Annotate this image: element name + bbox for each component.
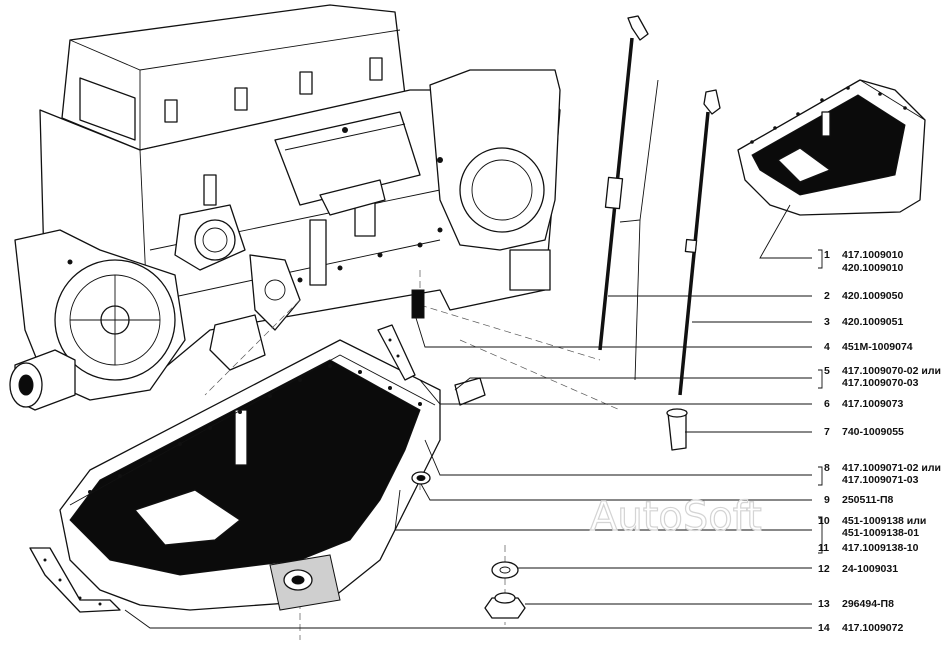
callout-number: 3 <box>824 316 830 328</box>
callout-number: 9 <box>824 494 830 506</box>
callout-number: 14 <box>818 622 830 634</box>
callout-6: 6 417.1009073 <box>824 398 903 410</box>
part-number: 417.1009070-03 <box>842 377 919 389</box>
oil-pan-small-drawing <box>737 79 926 216</box>
part-number: 451-1009138-01 <box>842 527 919 539</box>
part-number: 417.1009072 <box>842 622 903 634</box>
part-number: 417.1009070-02 или <box>842 365 941 377</box>
callout-number: 2 <box>824 290 830 302</box>
callout-1b: 420.1009010 <box>842 262 903 274</box>
callout-8b: 417.1009071-03 <box>842 474 919 486</box>
part-number: 417.1009010 <box>842 249 903 261</box>
watermark-text: AutoSoft <box>590 494 762 540</box>
part-number: 417.1009073 <box>842 398 903 410</box>
callout-number: 6 <box>824 398 830 410</box>
part-number: 417.1009071-02 или <box>842 462 941 474</box>
callout-number: 1 <box>824 249 830 261</box>
small-parts-drawing <box>411 289 688 619</box>
part-number: 420.1009050 <box>842 290 903 302</box>
callout-number: 4 <box>824 341 830 353</box>
part-number: 420.1009010 <box>842 262 903 274</box>
callout-number: 7 <box>824 426 830 438</box>
callout-10b: 451-1009138-01 <box>842 527 919 539</box>
callout-7: 7 740-1009055 <box>824 426 904 438</box>
oil-pan-drawing <box>59 339 441 611</box>
callout-12: 12 24-1009031 <box>818 563 898 575</box>
callout-8: 8 417.1009071-02 или <box>824 462 941 474</box>
engine-block-drawing <box>9 4 561 411</box>
part-number: 417.1009138-10 <box>842 542 919 554</box>
callout-number: 5 <box>824 365 830 377</box>
callout-number: 12 <box>818 563 830 575</box>
callout-13: 13 296494-П8 <box>818 598 894 610</box>
part-number: 250511-П8 <box>842 494 894 506</box>
callout-2: 2 420.1009050 <box>824 290 903 302</box>
callout-5: 5 417.1009070-02 или <box>824 365 941 377</box>
dipstick-drawing <box>598 15 721 396</box>
callout-1: 1 417.1009010 <box>824 249 903 261</box>
part-number: 417.1009071-03 <box>842 474 919 486</box>
gasket-strips-drawing <box>29 324 486 613</box>
callout-3: 3 420.1009051 <box>824 316 903 328</box>
callout-14: 14 417.1009072 <box>818 622 903 634</box>
leader-lines <box>124 204 823 629</box>
callout-10: 10 451-1009138 или <box>818 515 926 527</box>
callout-number: 8 <box>824 462 830 474</box>
callout-number: 13 <box>818 598 830 610</box>
callout-4: 4 451М-1009074 <box>824 341 913 353</box>
part-number: 740-1009055 <box>842 426 904 438</box>
callout-11: 11 417.1009138-10 <box>818 542 919 554</box>
part-number: 420.1009051 <box>842 316 903 328</box>
part-number: 24-1009031 <box>842 563 898 575</box>
callout-number: 11 <box>818 542 829 554</box>
part-number: 451М-1009074 <box>842 341 913 353</box>
callout-5b: 417.1009070-03 <box>842 377 919 389</box>
part-number: 296494-П8 <box>842 598 894 610</box>
part-number: 451-1009138 или <box>842 515 926 527</box>
callout-9: 9 250511-П8 <box>824 494 894 506</box>
callout-number: 10 <box>818 515 830 527</box>
